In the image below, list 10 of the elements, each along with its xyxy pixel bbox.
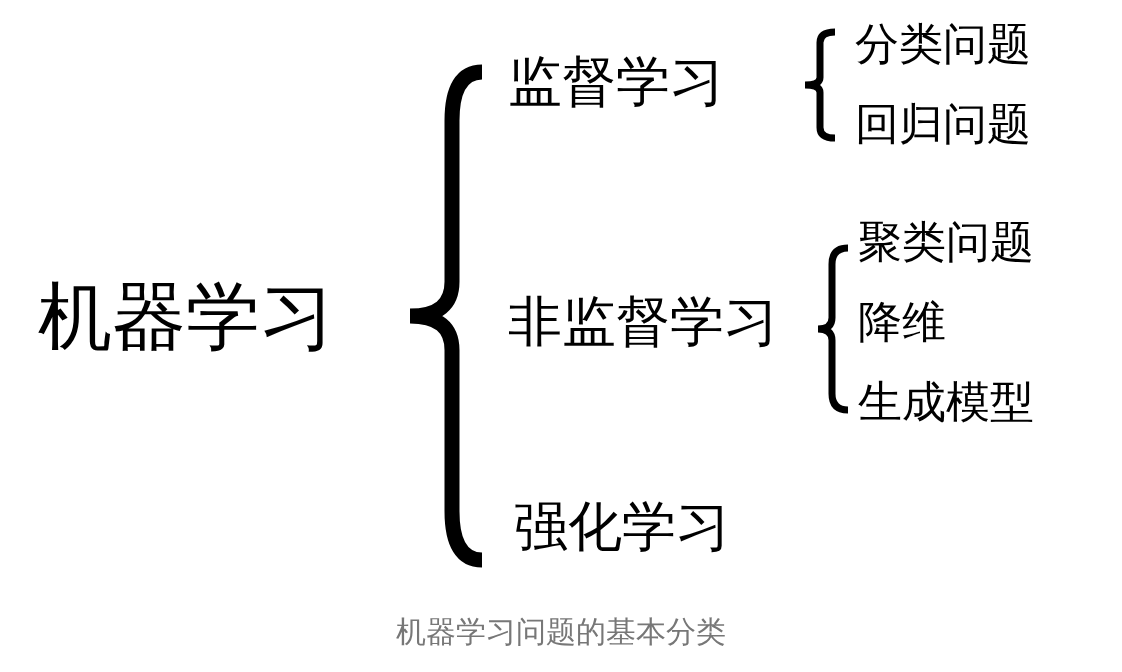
caption: 机器学习问题的基本分类 xyxy=(396,614,726,649)
category-label: 分类问题 xyxy=(855,20,1031,69)
category-label: 聚类问题 xyxy=(858,218,1034,267)
category-label: 降维 xyxy=(858,298,946,347)
category-label: 生成模型 xyxy=(858,378,1034,427)
category-label: 监督学习 xyxy=(508,52,724,112)
category-label: 非监督学习 xyxy=(508,292,778,352)
category-label: 机器学习 xyxy=(38,276,334,358)
category-label: 强化学习 xyxy=(514,497,730,557)
category-label: 回归问题 xyxy=(855,100,1031,149)
